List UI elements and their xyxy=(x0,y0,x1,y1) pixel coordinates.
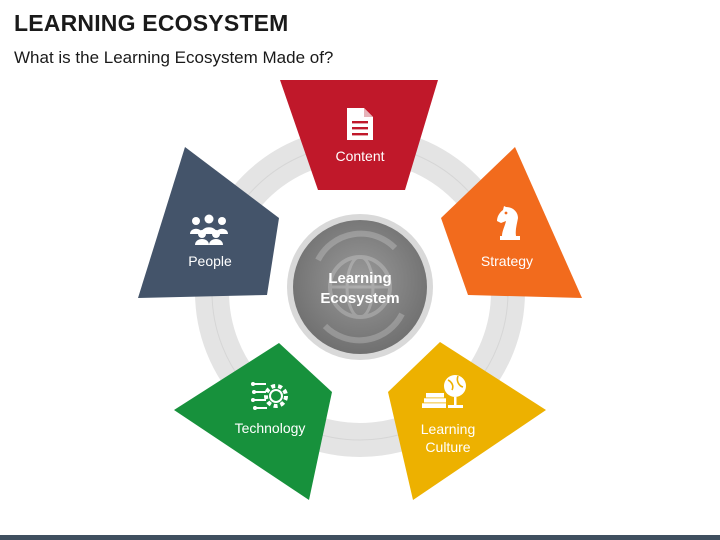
center-label-line-1: Learning xyxy=(328,270,391,287)
chess-knight-icon xyxy=(497,206,520,240)
circuit-gear-icon xyxy=(251,382,288,410)
page-title: LEARNING ECOSYSTEM xyxy=(14,10,289,36)
globe-books-icon xyxy=(422,375,466,408)
segment-learning-culture[interactable]: Learning Culture xyxy=(388,342,546,500)
center-hub: Learning Ecosystem xyxy=(287,214,433,360)
people-group-icon xyxy=(190,214,228,245)
segment-content-label: Content xyxy=(335,148,384,164)
segment-learning-culture-label-1: Learning xyxy=(421,421,476,437)
segment-learning-culture-label-2: Culture xyxy=(425,439,470,455)
segment-learning-culture-shape xyxy=(388,342,546,500)
segment-technology-shape xyxy=(174,343,332,500)
bottom-bar xyxy=(0,535,720,540)
document-icon xyxy=(347,108,373,140)
segment-content[interactable]: Content xyxy=(280,80,438,190)
segment-technology[interactable]: Technology xyxy=(174,343,332,500)
segment-technology-label: Technology xyxy=(235,420,306,436)
center-label-line-2: Ecosystem xyxy=(320,290,399,307)
segment-people-label: People xyxy=(188,253,232,269)
center-circle xyxy=(293,220,427,354)
page-subtitle: What is the Learning Ecosystem Made of? xyxy=(14,48,334,67)
segment-strategy[interactable]: Strategy xyxy=(441,147,582,298)
segment-people[interactable]: People xyxy=(138,147,279,298)
segment-strategy-label: Strategy xyxy=(481,253,533,269)
globe-cycle-icon xyxy=(315,230,405,344)
